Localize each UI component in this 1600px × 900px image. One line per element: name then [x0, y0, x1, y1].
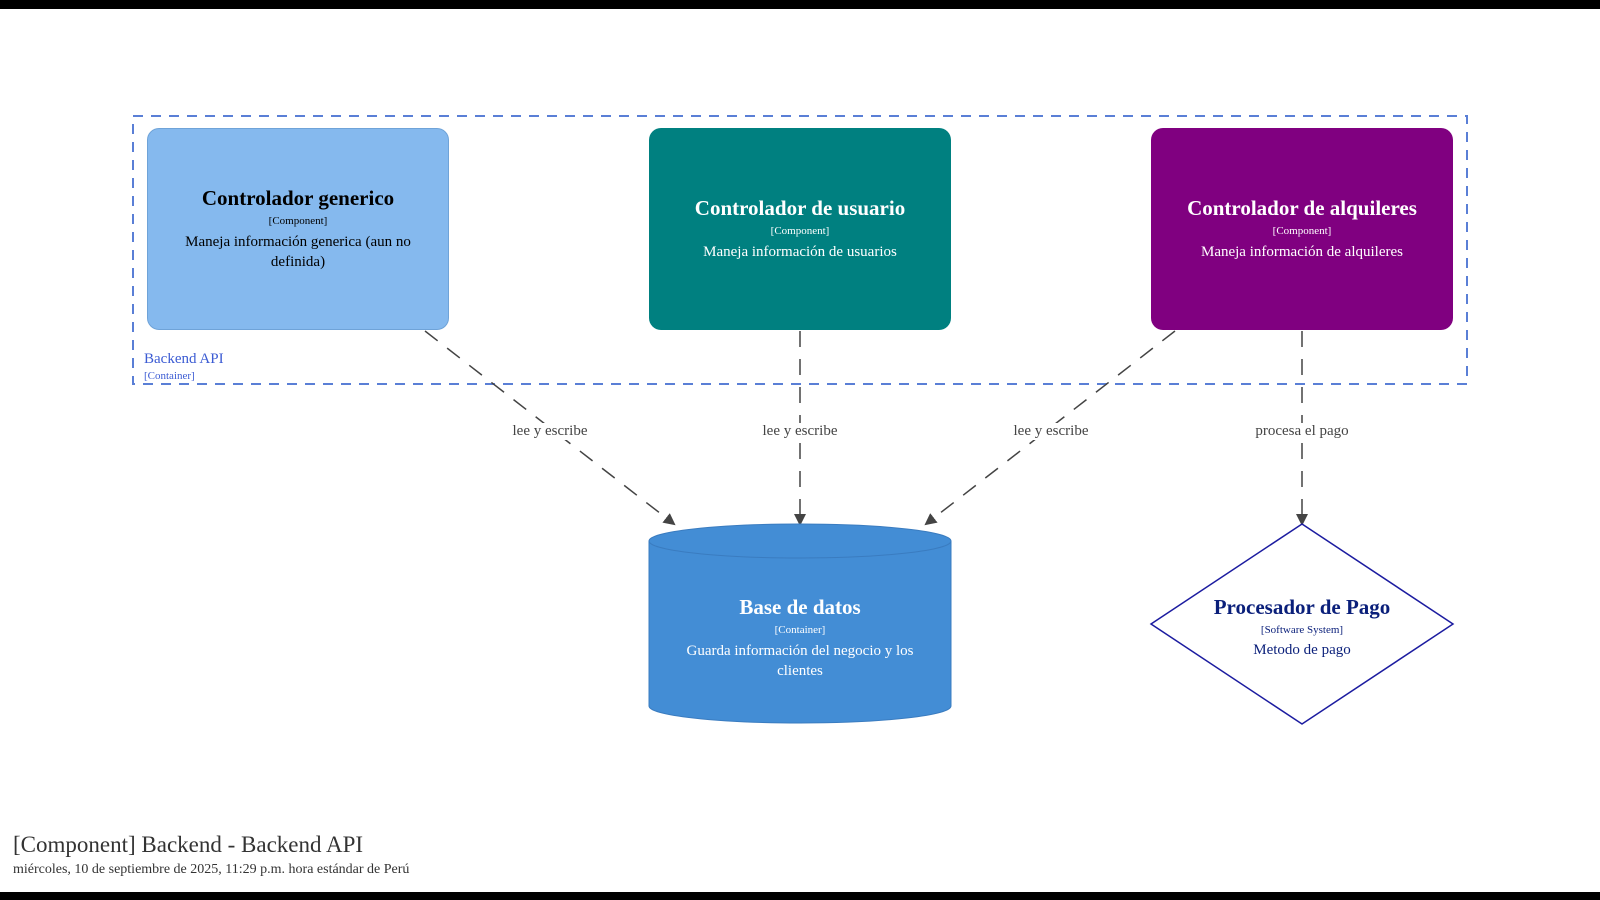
component-title: Controlador generico [201, 185, 395, 210]
payment-text: Procesador de Pago [Software System] Met… [1172, 595, 1432, 659]
payment-diamond[interactable] [1149, 523, 1455, 725]
edge-label-alquileres: lee y escribe [1011, 423, 1091, 440]
diagram-canvas: Controlador generico [Component] Maneja … [0, 9, 1600, 892]
database-text: Base de datos [Container] Guarda informa… [680, 595, 920, 681]
component-stereotype: [Component] [770, 224, 830, 237]
edge-alquileres-to-db [924, 330, 1176, 526]
database-description: Guarda información del negocio y los cli… [686, 643, 914, 679]
diagram-title: [Component] Backend - Backend API [13, 832, 364, 857]
database-stereotype: [Container] [774, 624, 826, 636]
boundary-label: Backend API [Container] [144, 351, 224, 382]
diagram-timestamp: miércoles, 10 de septiembre de 2025, 11:… [13, 862, 410, 877]
component-description: Maneja información de usuarios [703, 243, 897, 260]
component-controlador-usuario[interactable]: Controlador de usuario [Component] Manej… [649, 128, 951, 330]
component-description: Maneja información de alquileres [1200, 243, 1403, 260]
payment-description: Metodo de pago [1253, 642, 1351, 658]
component-description: Maneja información generica (aun no defi… [185, 234, 411, 270]
boundary-name: Backend API [144, 351, 224, 367]
component-stereotype: [Component] [1272, 224, 1332, 237]
boundary-frame [132, 115, 1468, 385]
edge-label-payment: procesa el pago [1253, 423, 1351, 440]
component-title: Controlador de usuario [694, 195, 906, 220]
diagram-footer: [Component] Backend - Backend API miérco… [13, 832, 409, 878]
edge-label-usuario: lee y escribe [760, 423, 840, 440]
database-title: Base de datos [739, 595, 861, 619]
component-controlador-generico[interactable]: Controlador generico [Component] Maneja … [147, 128, 449, 330]
edge-label-generic: lee y escribe [510, 423, 590, 440]
component-stereotype: [Component] [268, 215, 328, 228]
database-cylinder[interactable] [648, 523, 952, 724]
payment-title: Procesador de Pago [1213, 595, 1391, 619]
diagram-lines [132, 115, 1468, 725]
component-controlador-alquileres[interactable]: Controlador de alquileres [Component] Ma… [1151, 128, 1453, 330]
edge-generic-to-db [424, 330, 676, 526]
boundary-type: [Container] [144, 370, 195, 382]
payment-stereotype: [Software System] [1260, 624, 1344, 636]
component-title: Controlador de alquileres [1187, 195, 1417, 220]
